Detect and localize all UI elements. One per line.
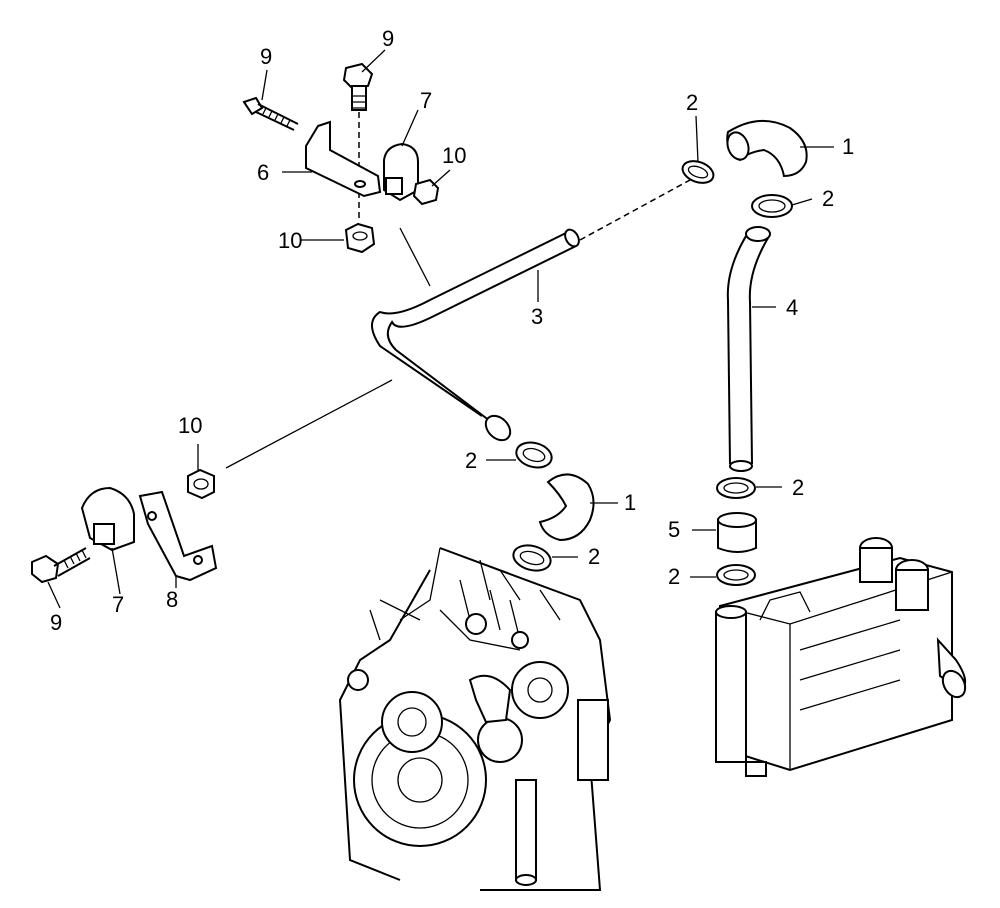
clip-lower <box>80 486 135 552</box>
label-bracket-lower: 8 <box>166 587 178 612</box>
label-bolt-upper-right: 9 <box>382 26 394 51</box>
clamp-right-top <box>751 194 793 218</box>
label-clip-upper: 7 <box>420 88 432 113</box>
label-pipe-main: 3 <box>531 304 543 329</box>
label-clamp-top: 2 <box>686 90 698 115</box>
pipe-main <box>371 179 691 442</box>
hose-upper-right <box>726 119 808 178</box>
clamp-top <box>681 160 715 184</box>
label-clamp-cooler-top: 2 <box>668 564 680 589</box>
label-pipe-vertical: 4 <box>786 295 798 320</box>
bracket-lower <box>138 490 218 582</box>
label-hose-lower: 1 <box>624 490 636 515</box>
bolt-upper-right <box>342 62 374 222</box>
label-clamp-pipe4-bottom: 2 <box>792 475 804 500</box>
label-clamp-mid-left: 2 <box>465 448 477 473</box>
label-clamp-right-top: 2 <box>822 186 834 211</box>
nut-upper-left <box>344 222 376 254</box>
label-clamp-lower-left: 2 <box>588 544 600 569</box>
label-nut-upper-right: 10 <box>442 143 466 168</box>
bolt-upper-left <box>242 96 299 131</box>
pipe-vertical <box>726 226 771 472</box>
leader-lines <box>47 49 834 609</box>
label-nut-lower: 10 <box>178 413 202 438</box>
label-hose-upper-right: 1 <box>842 134 854 159</box>
clamp-pipe4-bottom <box>716 477 756 499</box>
label-bolt-upper-left: 9 <box>260 44 272 69</box>
label-bracket-upper: 6 <box>257 160 269 185</box>
clamp-cooler-top <box>716 564 756 586</box>
label-nut-upper-left: 10 <box>278 228 302 253</box>
oil-cooler <box>715 537 967 777</box>
label-hose-short: 5 <box>668 517 680 542</box>
bolt-lower <box>31 547 91 584</box>
bracket-upper <box>305 120 382 198</box>
engine-block <box>338 547 612 891</box>
clip-upper <box>383 142 419 202</box>
hose-short <box>717 512 757 553</box>
clamp-lower-left <box>512 544 552 572</box>
clamp-mid-left <box>515 441 553 469</box>
nut-lower <box>187 468 215 500</box>
hose-lower <box>538 473 595 542</box>
label-clip-lower: 7 <box>112 592 124 617</box>
label-bolt-lower: 9 <box>50 610 62 635</box>
callouts: 9 9 7 10 6 10 3 2 1 2 4 2 1 2 2 5 2 10 7… <box>50 26 854 635</box>
